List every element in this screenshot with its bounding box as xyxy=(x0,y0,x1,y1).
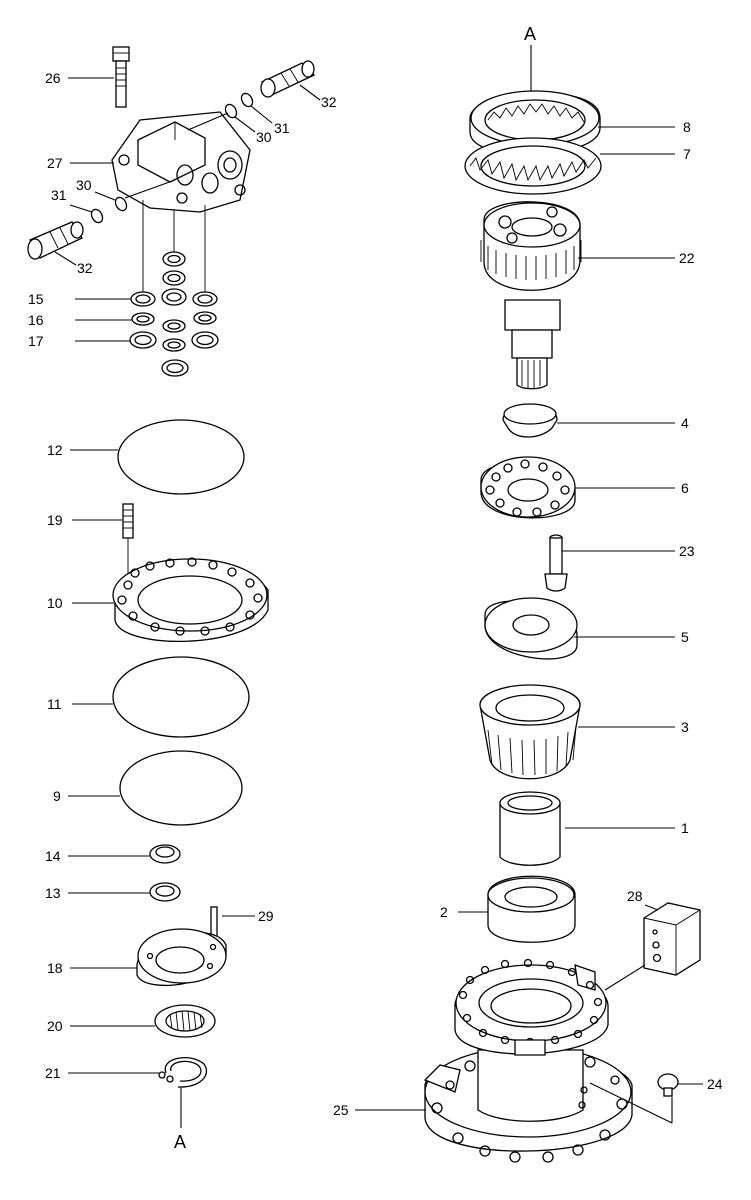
part-oring-31-upper xyxy=(240,92,254,108)
callout-3: 3 xyxy=(681,719,689,735)
part-oring-9 xyxy=(119,750,243,826)
part-valve-block-27 xyxy=(111,111,251,213)
leader-31-upper xyxy=(250,105,273,124)
callout-7: 7 xyxy=(683,146,691,162)
leader-24-to-housing xyxy=(589,1082,673,1124)
part-seal-14 xyxy=(149,844,181,864)
callout-19: 19 xyxy=(47,512,63,528)
callout-23: 23 xyxy=(679,543,695,559)
part-plug-32-lower xyxy=(27,221,84,260)
part-seal-set xyxy=(129,251,219,377)
callout-25: 25 xyxy=(333,1102,349,1118)
leader-28-to-housing xyxy=(604,964,646,991)
part-bolt-26 xyxy=(112,46,130,108)
part-plug-32-upper xyxy=(260,60,316,98)
part-plate-18 xyxy=(136,928,227,987)
part-carrier-22 xyxy=(480,201,582,390)
callout-12: 12 xyxy=(47,442,63,458)
part-bearing-20 xyxy=(154,1004,216,1038)
part-pin-23 xyxy=(544,534,568,592)
callout-30-lower: 30 xyxy=(76,177,92,193)
part-washer-5 xyxy=(484,597,578,660)
part-housing-25 xyxy=(423,958,633,1163)
callout-8: 8 xyxy=(683,119,691,135)
callout-28: 28 xyxy=(627,888,643,904)
callout-10: 10 xyxy=(47,595,63,611)
part-pin-29 xyxy=(210,906,218,938)
leader-block-port xyxy=(187,112,229,131)
callout-17: 17 xyxy=(28,333,44,349)
leader-block-lower xyxy=(124,179,176,199)
callout-1: 1 xyxy=(681,820,689,836)
part-box-28 xyxy=(643,902,701,976)
part-bearing-3 xyxy=(479,684,581,780)
part-spring-19 xyxy=(122,503,134,578)
part-plate-8 xyxy=(469,90,601,156)
part-ring-10 xyxy=(112,557,269,643)
callout-2: 2 xyxy=(440,904,448,920)
part-plug-24 xyxy=(657,1073,679,1097)
callout-11: 11 xyxy=(47,696,62,712)
part-plate-7 xyxy=(464,137,602,195)
callout-15: 15 xyxy=(28,291,44,307)
part-ring-2 xyxy=(487,875,576,943)
part-spacer-4 xyxy=(502,403,558,438)
callout-20: 20 xyxy=(47,1018,63,1034)
callout-6: 6 xyxy=(681,480,689,496)
callout-31-lower: 31 xyxy=(51,187,67,203)
callout-22: 22 xyxy=(679,250,695,266)
callout-24: 24 xyxy=(707,1076,723,1092)
part-seal-13 xyxy=(149,882,181,902)
leader-28 xyxy=(644,904,659,911)
callout-26: 26 xyxy=(45,70,61,86)
callout-9: 9 xyxy=(53,788,61,804)
leader-30-lower xyxy=(94,191,116,201)
callout-27: 27 xyxy=(47,155,63,171)
part-sleeve-1 xyxy=(499,791,561,866)
callout-13: 13 xyxy=(45,885,61,901)
callout-14: 14 xyxy=(45,848,61,864)
callout-A-top: A xyxy=(524,24,536,44)
callout-29: 29 xyxy=(258,908,274,924)
part-oring-11 xyxy=(112,656,250,738)
callout-31-upper: 31 xyxy=(274,120,290,136)
callout-32-lower: 32 xyxy=(77,260,93,276)
callout-5: 5 xyxy=(681,629,689,645)
part-snap-ring-21 xyxy=(158,1057,208,1088)
callout-30-upper: 30 xyxy=(256,129,272,145)
callout-21: 21 xyxy=(45,1065,61,1081)
leader-32-lower xyxy=(54,251,77,266)
part-plate-6 xyxy=(480,456,576,519)
callout-4: 4 xyxy=(681,415,689,431)
part-oring-12 xyxy=(117,419,245,495)
leader-30-upper xyxy=(234,116,256,133)
callout-18: 18 xyxy=(47,960,63,976)
part-oring-31-lower xyxy=(90,208,104,224)
callout-32-upper: 32 xyxy=(321,94,337,110)
callout-A-bottom: A xyxy=(174,1132,186,1152)
part-oring-30-lower xyxy=(114,196,128,212)
part-oring-30-upper xyxy=(224,103,238,119)
leader-31-lower xyxy=(69,204,93,213)
leader-32-upper xyxy=(299,84,321,101)
callout-16: 16 xyxy=(28,312,44,328)
